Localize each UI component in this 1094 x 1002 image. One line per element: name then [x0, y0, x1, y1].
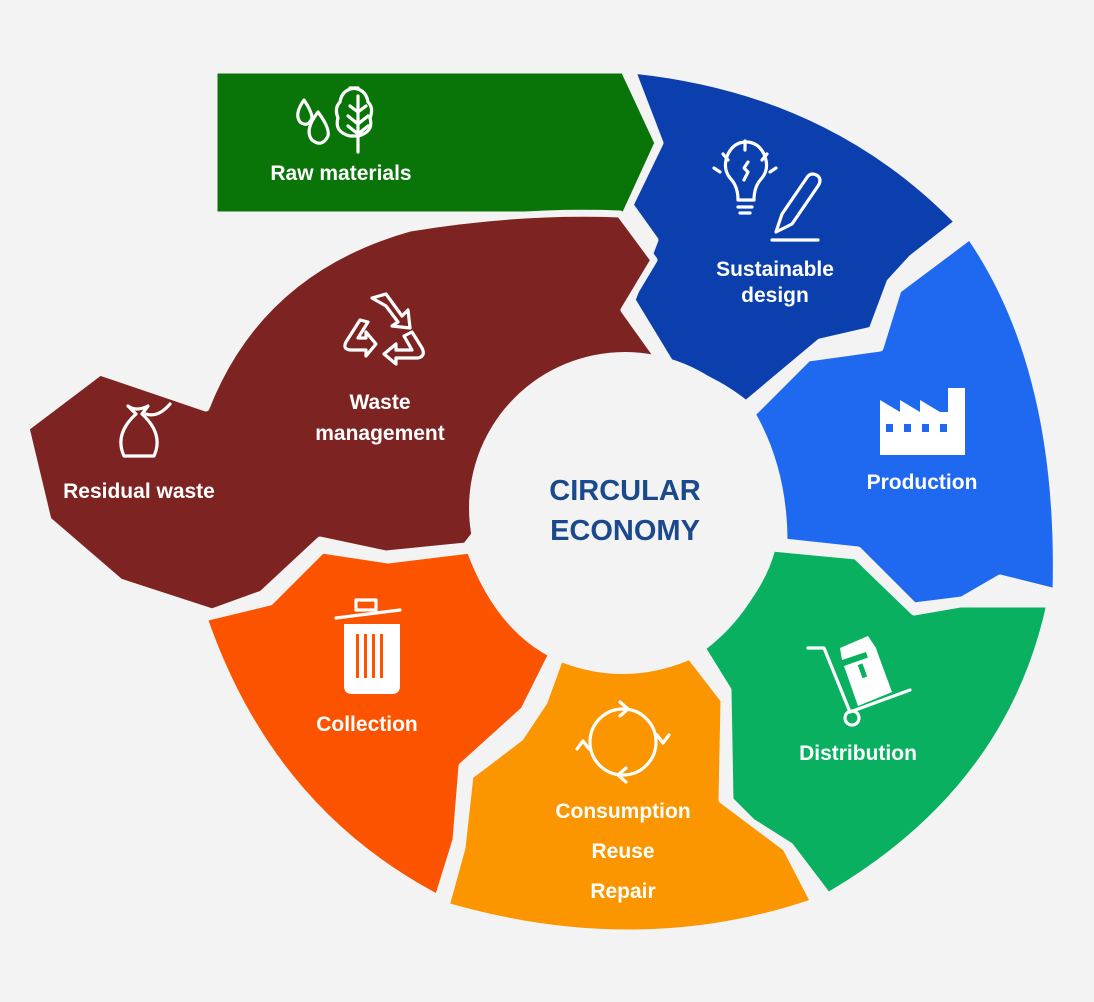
segment-raw-materials — [210, 66, 662, 219]
waste-management-label-1: Waste — [349, 391, 410, 414]
consumption-shape — [442, 652, 818, 937]
circular-arrows-icon — [575, 700, 671, 784]
raw-materials-shape — [210, 66, 662, 219]
sustainable-design-label-1: Sustainable — [716, 258, 834, 281]
center-title-line-2: ECONOMY — [550, 515, 700, 547]
trash-bin-icon — [334, 598, 402, 694]
consumption-label: Consumption — [555, 800, 690, 823]
center-title-line-1: CIRCULAR — [549, 475, 700, 507]
water-drops-and-tree-icon — [296, 86, 374, 154]
residual-waste-label: Residual waste — [63, 480, 215, 503]
garbage-bag-icon — [119, 402, 172, 458]
repair-label: Repair — [590, 880, 655, 903]
center-circle — [469, 352, 781, 664]
hand-truck-boxes-icon — [806, 636, 912, 727]
reuse-label: Reuse — [591, 840, 654, 863]
sustainable-design-label-2: design — [741, 284, 809, 307]
factory-icon — [880, 388, 965, 455]
segment-collection — [200, 546, 556, 902]
collection-label: Collection — [316, 713, 418, 736]
distribution-label: Distribution — [799, 742, 917, 765]
production-label: Production — [867, 471, 978, 494]
center-hub: CIRCULAR ECONOMY — [469, 352, 781, 664]
lightbulb-and-pencil-icon — [712, 139, 822, 242]
recycle-icon — [343, 292, 425, 366]
collection-shape — [200, 546, 556, 902]
waste-management-label-2: management — [315, 422, 445, 445]
segment-consumption — [442, 652, 818, 937]
raw-materials-label: Raw materials — [270, 162, 411, 185]
